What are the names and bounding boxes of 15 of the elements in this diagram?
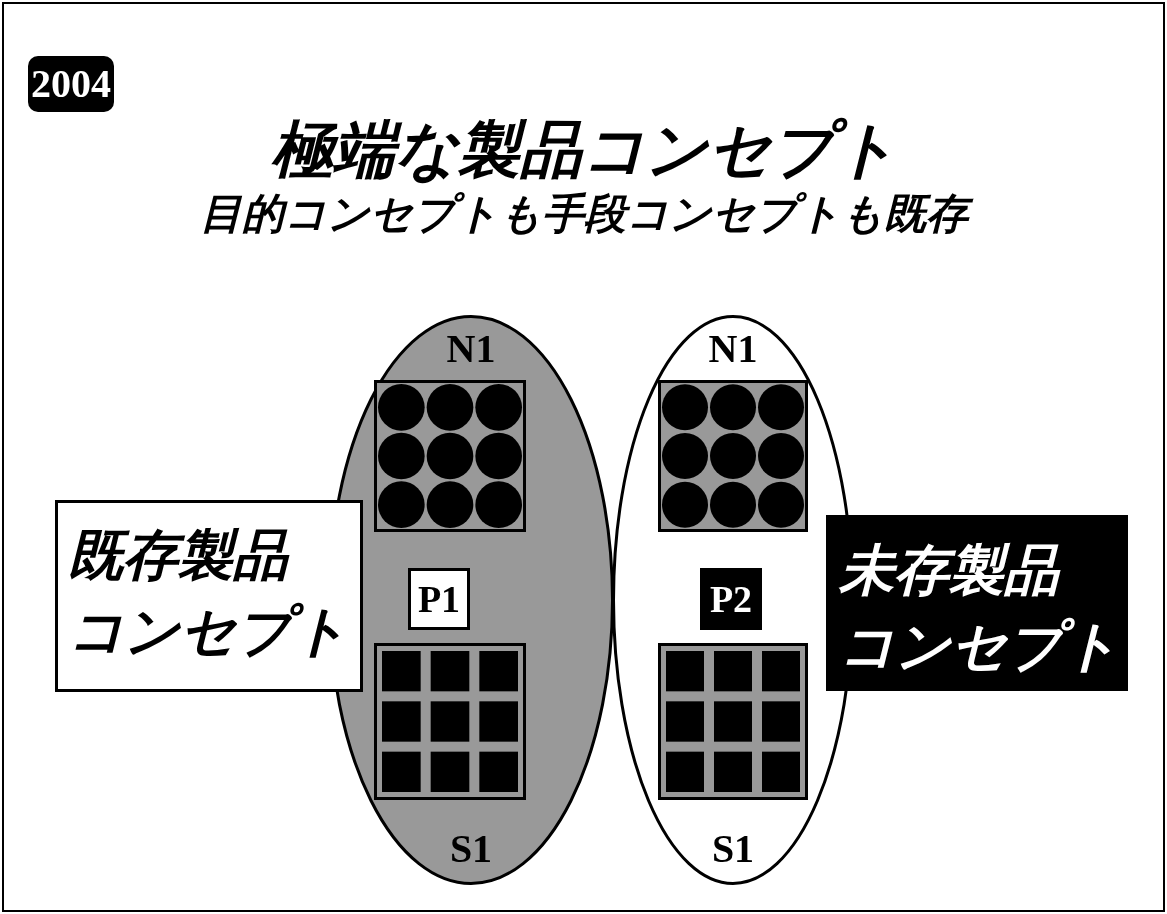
square-grid-panel [374,643,526,800]
year-badge: 2004 [28,56,114,112]
dot-grid-panel [374,380,526,532]
product-box: P2 [700,568,762,630]
title: 極端な製品コンセプト [269,112,898,188]
square-grid-panel [658,643,808,800]
subtitle: 目的コンセプトも手段コンセプトも既存 [0,186,1167,242]
dot-grid-panel [658,380,808,532]
group-label: S1 [710,827,756,871]
product-box: P1 [408,568,470,630]
group-label: S1 [448,827,494,871]
group-label: N1 [445,327,497,371]
concept-label: 未存製品コンセプト [826,515,1128,691]
concept-label: 既存製品コンセプト [55,500,363,692]
group-label: N1 [707,327,759,371]
